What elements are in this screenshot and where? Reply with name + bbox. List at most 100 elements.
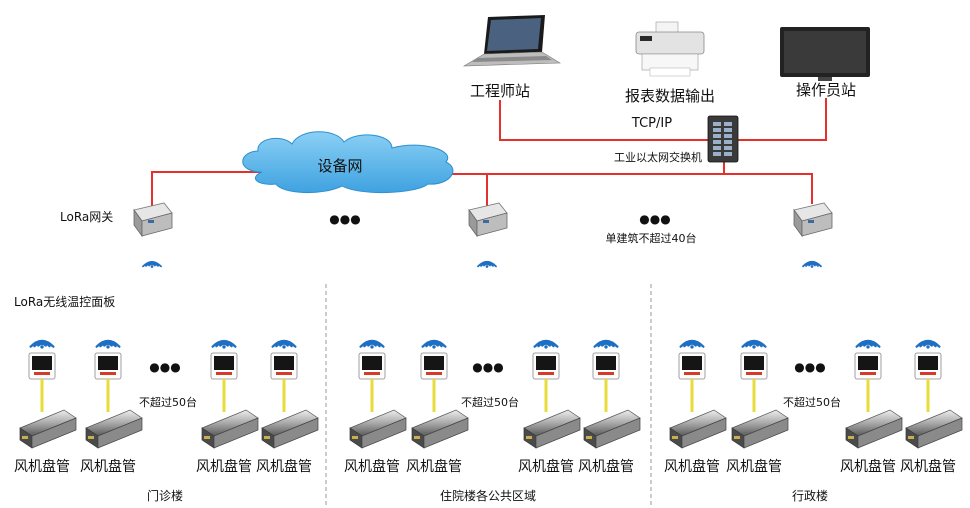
fan-coil-unit: 风机盘管 (578, 339, 641, 475)
fan-coil-icon (349, 409, 407, 449)
fan-coil-icon (201, 409, 259, 449)
fan-coil-label: 风机盘管 (518, 458, 574, 475)
thermostat-icon (210, 352, 238, 380)
cloud-label: 设备网 (317, 157, 362, 175)
fan-coil-label: 风机盘管 (726, 458, 782, 475)
zone-limit-label: 不超过50台 (461, 395, 519, 409)
wifi-icon (142, 260, 162, 268)
link-operator-to-switch (738, 98, 827, 141)
printer-icon (635, 21, 705, 77)
fan-coil-label: 风机盘管 (840, 458, 896, 475)
link-to-gateway-3 (724, 173, 813, 204)
unit-ellipsis: ●●● (472, 360, 503, 374)
thermostat-icon (914, 352, 942, 380)
zone-3: 风机盘管风机盘管风机盘管风机盘管●●●不超过50台行政楼 (664, 339, 963, 503)
wifi-icon (855, 339, 881, 349)
fan-coil-label: 风机盘管 (256, 458, 312, 475)
zone-name: 行政楼 (792, 488, 828, 503)
operator-station-label: 操作员站 (796, 81, 856, 99)
gateways (133, 202, 833, 268)
thermostat-icon (94, 352, 122, 380)
fan-coil-icon (85, 409, 143, 449)
engineer-station-label: 工程师站 (470, 82, 530, 100)
laptop-icon (462, 15, 562, 67)
thermostat-icon (270, 352, 298, 380)
thermostat-icon (532, 352, 560, 380)
fan-coil-icon (669, 409, 727, 449)
fan-coil-label: 风机盘管 (900, 458, 956, 475)
fan-coil-label: 风机盘管 (406, 458, 462, 475)
thermostat-icon (358, 352, 386, 380)
fan-coil-icon (845, 409, 903, 449)
wifi-icon (802, 260, 822, 268)
cloud-icon (242, 131, 454, 194)
fan-coil-icon (523, 409, 581, 449)
thermostat-icon (28, 352, 56, 380)
gateway-ellipsis-2: ●●● (639, 212, 670, 226)
zone-1: 风机盘管风机盘管风机盘管风机盘管●●●不超过50台门诊楼 (14, 339, 319, 503)
fan-coil-unit: 风机盘管 (80, 339, 143, 475)
unit-ellipsis: ●●● (149, 360, 180, 374)
monitor-icon (780, 27, 870, 81)
fan-coil-unit: 风机盘管 (14, 339, 77, 475)
tcp-ip-label: TCP/IP (631, 116, 672, 131)
fan-coil-icon (583, 409, 641, 449)
fan-coil-label: 风机盘管 (80, 458, 136, 475)
gateway-icon (133, 202, 173, 238)
fan-coil-unit: 风机盘管 (406, 339, 469, 475)
unit-ellipsis: ●●● (794, 360, 825, 374)
panel-section-label: LoRa无线温控面板 (14, 295, 115, 309)
fan-coil-unit: 风机盘管 (726, 339, 789, 475)
gateway-label: LoRa网关 (60, 210, 113, 224)
zones: 风机盘管风机盘管风机盘管风机盘管●●●不超过50台门诊楼风机盘管风机盘管风机盘管… (14, 339, 963, 503)
gateway-ellipsis-1: ●●● (329, 212, 360, 226)
zone-name: 住院楼各公共区域 (440, 488, 536, 503)
wifi-icon (29, 339, 55, 349)
thermostat-icon (854, 352, 882, 380)
wifi-icon (95, 339, 121, 349)
wifi-icon (533, 339, 559, 349)
fan-coil-icon (19, 409, 77, 449)
wifi-icon (271, 339, 297, 349)
zone-dividers (325, 284, 652, 505)
thermostat-icon (420, 352, 448, 380)
wifi-icon (211, 339, 237, 349)
link-engineer-to-switch (499, 100, 712, 141)
fan-coil-unit: 风机盘管 (518, 339, 581, 475)
fan-coil-label: 风机盘管 (578, 458, 634, 475)
fan-coil-unit: 风机盘管 (664, 339, 727, 475)
wifi-icon (679, 339, 705, 349)
report-output-label: 报表数据输出 (625, 87, 715, 105)
wifi-icon (359, 339, 385, 349)
thermostat-icon (678, 352, 706, 380)
gateway-icon (468, 202, 508, 238)
fan-coil-icon (905, 409, 963, 449)
fan-coil-icon (731, 409, 789, 449)
fan-coil-unit: 风机盘管 (344, 339, 407, 475)
thermostat-icon (740, 352, 768, 380)
building-limit-label: 单建筑不超过40台 (606, 231, 697, 245)
network-links (151, 98, 827, 206)
zone-limit-label: 不超过50台 (139, 395, 197, 409)
fan-coil-label: 风机盘管 (196, 458, 252, 475)
fan-coil-label: 风机盘管 (14, 458, 70, 475)
thermostat-icon (592, 352, 620, 380)
fan-coil-unit: 风机盘管 (256, 339, 319, 475)
fan-coil-unit: 风机盘管 (196, 339, 259, 475)
fan-coil-unit: 风机盘管 (900, 339, 963, 475)
zone-limit-label: 不超过50台 (783, 395, 841, 409)
fan-coil-icon (261, 409, 319, 449)
wifi-icon (421, 339, 447, 349)
fan-coil-label: 风机盘管 (664, 458, 720, 475)
wifi-icon (593, 339, 619, 349)
zone-2: 风机盘管风机盘管风机盘管风机盘管●●●不超过50台住院楼各公共区域 (344, 339, 641, 503)
wifi-icon (915, 339, 941, 349)
link-network-to-gateway-1 (151, 171, 268, 206)
wifi-icon (741, 339, 767, 349)
wifi-icon (477, 260, 497, 268)
fan-coil-label: 风机盘管 (344, 458, 400, 475)
switch-icon (707, 115, 739, 163)
fan-coil-icon (411, 409, 469, 449)
ethernet-switch-label: 工业以太网交换机 (614, 150, 702, 164)
